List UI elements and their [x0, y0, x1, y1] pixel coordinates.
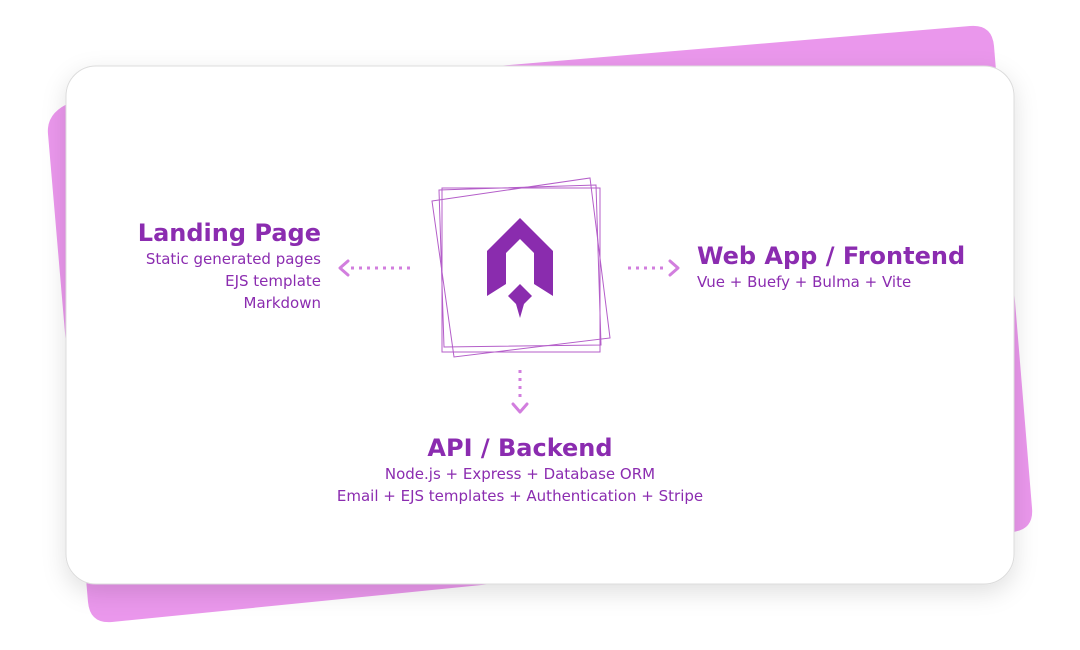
main-card	[65, 65, 1015, 585]
landing-page-block: Landing Page Static generated pages EJS …	[138, 218, 321, 314]
landing-page-title: Landing Page	[137, 219, 321, 247]
landing-page-line: Static generated pages	[145, 250, 321, 268]
web-app-block: Web App / Frontend Vue + Buefy + Bulma +…	[697, 241, 965, 293]
api-line: Email + EJS templates + Authentication +…	[336, 487, 704, 505]
dotted-arrow-left-icon	[338, 259, 412, 277]
web-app-title: Web App / Frontend	[697, 242, 966, 270]
api-line: Node.js + Express + Database ORM	[384, 465, 656, 483]
landing-page-line: Markdown	[243, 294, 321, 312]
landing-page-line: EJS template	[225, 272, 321, 290]
dotted-arrow-down-icon	[511, 370, 529, 414]
dotted-arrow-right-icon	[628, 259, 680, 277]
api-block: API / Backend Node.js + Express + Databa…	[320, 433, 720, 507]
web-app-line: Vue + Buefy + Bulma + Vite	[697, 273, 912, 291]
logo-frame	[431, 177, 611, 358]
rocket-logo-icon	[487, 218, 553, 318]
api-title: API / Backend	[427, 434, 613, 462]
